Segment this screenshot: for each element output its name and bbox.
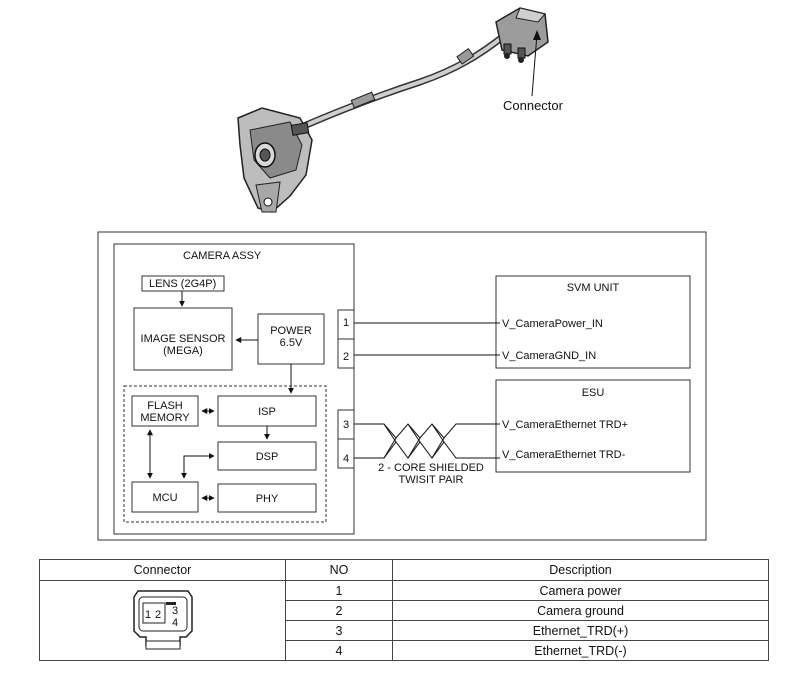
- face-pin-1: 1: [145, 609, 151, 621]
- lens-box: [141, 275, 225, 292]
- pin-boxes: [337, 309, 355, 469]
- connector-callout-line: [531, 33, 538, 97]
- table-header-row: Connector NO Description: [39, 559, 769, 581]
- image-sensor-box: [133, 307, 233, 371]
- camera-body: [237, 107, 313, 213]
- header-no: NO: [285, 559, 393, 581]
- pin-4-label: 4: [343, 453, 349, 465]
- camera-assy-label: CAMERA ASSY: [183, 250, 262, 262]
- twisted-pair-wires: [354, 423, 500, 459]
- twisted-pair-label-line1: 2 - CORE SHIELDED: [378, 462, 484, 474]
- esu-box: [495, 379, 691, 473]
- svm-unit-label: SVM UNIT: [567, 282, 620, 294]
- pin-1-label: 1: [343, 317, 349, 329]
- row-3-no: 3: [285, 620, 393, 641]
- flash-memory-label-line2: MEMORY: [140, 412, 190, 424]
- connector-callout-label: Connector: [503, 98, 564, 113]
- dsp-box: [217, 441, 317, 471]
- cable-sleeves: [350, 48, 475, 109]
- row-2-description: Camera ground: [392, 600, 769, 621]
- row-1-description: Camera power: [392, 580, 769, 601]
- diagram-frame: [97, 231, 707, 541]
- esu-signal-trd-plus: V_CameraEthernet TRD+: [502, 419, 628, 431]
- phy-box: [217, 483, 317, 513]
- header-connector: Connector: [39, 559, 286, 581]
- lens-label: LENS (2G4P): [149, 278, 216, 290]
- row-2-no: 2: [285, 600, 393, 621]
- block-diagram: CAMERA ASSY LENS (2G4P) IMAGE SENSOR (ME…: [97, 231, 707, 541]
- table-row: 1 2 3 4 1 Camera power: [39, 580, 769, 661]
- connector-body: [495, 7, 549, 63]
- mcu-label: MCU: [152, 492, 177, 504]
- image-sensor-label-line1: IMAGE SENSOR: [141, 333, 226, 345]
- row-4-description: Ethernet_TRD(-): [392, 640, 769, 661]
- camera-assy-box: [113, 243, 355, 535]
- table-row: 2 Camera ground: [40, 600, 769, 621]
- row-1-no: 1: [285, 580, 393, 601]
- connector-face-cell: 1 2 3 4: [39, 580, 286, 661]
- face-pin-4: 4: [172, 617, 178, 629]
- esu-signal-trd-minus: V_CameraEthernet TRD-: [502, 449, 626, 461]
- flash-memory-box: [131, 395, 199, 427]
- face-pin-2: 2: [155, 609, 161, 621]
- mcu-box: [131, 481, 199, 513]
- phy-label: PHY: [256, 493, 279, 505]
- power-label-line1: POWER: [270, 325, 312, 337]
- header-description: Description: [392, 559, 769, 581]
- flash-memory-label-line1: FLASH: [147, 400, 183, 412]
- connector-face-icon: 1 2 3 4: [132, 590, 193, 650]
- twisted-pair-label-line2: TWISIT PAIR: [399, 474, 464, 486]
- isp-label: ISP: [258, 406, 276, 418]
- dsp-label: DSP: [256, 451, 279, 463]
- processing-region: [123, 385, 327, 523]
- table-row: 4 Ethernet_TRD(-): [40, 640, 769, 661]
- camera-illustration: Connector: [237, 7, 564, 213]
- svm-unit-box: [495, 275, 691, 369]
- pinout-table: Connector NO Description 1 2 3 4 1 Camer…: [39, 559, 769, 661]
- row-3-description: Ethernet_TRD(+): [392, 620, 769, 641]
- svm-signal-gnd: V_CameraGND_IN: [502, 350, 596, 362]
- svm-signal-power: V_CameraPower_IN: [502, 318, 603, 330]
- esu-label: ESU: [582, 387, 605, 399]
- image-sensor-label-line2: (MEGA): [163, 345, 203, 357]
- pin-3-label: 3: [343, 419, 349, 431]
- connector-callout-arrow-icon: [533, 30, 541, 40]
- face-pin-3: 3: [172, 605, 178, 617]
- pin-2-label: 2: [343, 351, 349, 363]
- row-4-no: 4: [285, 640, 393, 661]
- power-label-line2: 6.5V: [280, 337, 303, 349]
